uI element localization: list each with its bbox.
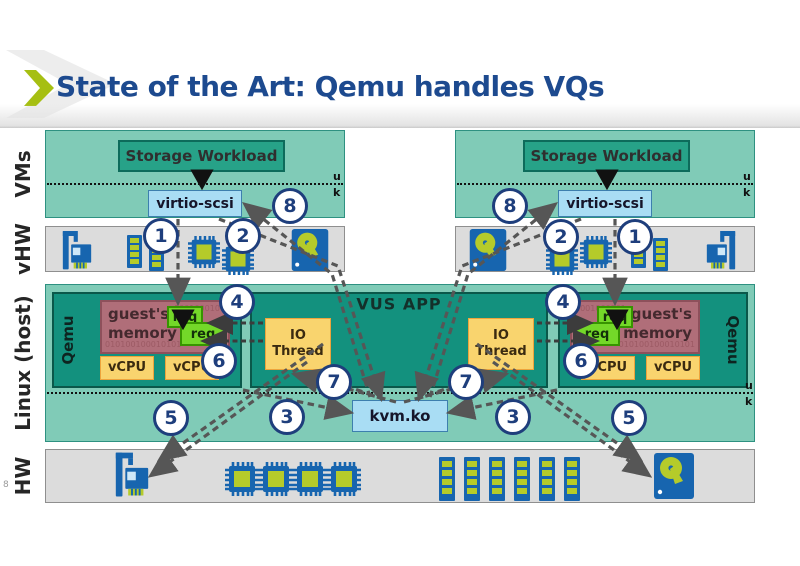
disk-icon [291, 229, 329, 271]
nic-icon [115, 452, 149, 497]
step-circle-3: 3 [269, 399, 305, 435]
step-circle-6: 6 [201, 343, 237, 379]
k-label: k [333, 186, 341, 199]
u-label: u [333, 170, 341, 183]
step-circle-2: 2 [225, 218, 261, 254]
virtio-scsi-left: virtio-scsi [148, 190, 242, 217]
step-circle-1: 1 [617, 219, 653, 255]
step-circle-7: 7 [448, 364, 484, 400]
user-kernel-divider-vm-left [47, 183, 343, 185]
cpu-chip-icon [327, 462, 361, 496]
page-number: 8 [3, 480, 9, 490]
step-circle-6: 6 [563, 343, 599, 379]
step-circle-8: 8 [272, 188, 308, 224]
step-circle-5: 5 [611, 400, 647, 436]
k-label: k [743, 186, 751, 199]
u-label: u [743, 170, 751, 183]
k-label: k [745, 395, 753, 408]
disk-icon [654, 453, 694, 499]
binary-text: 010100100010101 [618, 340, 695, 349]
cpu-chip-icon [259, 462, 293, 496]
step-circle-4: 4 [545, 284, 581, 320]
u-label: u [745, 379, 753, 392]
ram-icon [439, 457, 580, 501]
qemu-label-right: Qemu [724, 315, 742, 365]
step-circle-3: 3 [495, 399, 531, 435]
cpu-chip-icon [225, 462, 259, 496]
layer-label-host: Linux (host) [11, 295, 35, 431]
nic-icon [706, 231, 736, 270]
layer-label-vhw: vHW [11, 223, 35, 275]
page-title: State of the Art: Qemu handles VQs [56, 70, 605, 103]
binary-text: 010100100010101 [105, 340, 182, 349]
vcpu-box: vCPU [100, 356, 154, 380]
virtio-scsi-right: virtio-scsi [558, 190, 652, 217]
step-circle-7: 7 [316, 364, 352, 400]
step-circle-5: 5 [153, 400, 189, 436]
vus-app-label: VUS APP [356, 294, 442, 314]
cpu-chip-icon [580, 236, 612, 268]
step-circle-1: 1 [143, 218, 179, 254]
kvm-ko-box: kvm.ko [352, 400, 448, 432]
storage-workload-right: Storage Workload [523, 140, 690, 172]
layer-label-hw: HW [11, 456, 35, 496]
step-circle-2: 2 [543, 219, 579, 255]
storage-workload-left: Storage Workload [118, 140, 285, 172]
disk-icon [469, 229, 507, 271]
title-chevron-icon [24, 70, 54, 106]
user-kernel-divider-vm-right [457, 183, 753, 185]
vcpu-box: vCPU [646, 356, 700, 380]
step-circle-4: 4 [219, 284, 255, 320]
step-circle-8: 8 [492, 188, 528, 224]
layer-label-vms: VMs [11, 150, 35, 198]
user-kernel-divider-host [47, 392, 753, 394]
guest-memory-label: guest's memory [623, 305, 692, 342]
nic-icon [62, 231, 92, 270]
qemu-label-left: Qemu [59, 315, 77, 365]
cpu-chip-icon [188, 236, 220, 268]
cpu-chip-icon [293, 462, 327, 496]
guest-memory-label: guest's memory [108, 305, 177, 342]
io-thread-right: IO Thread [468, 318, 534, 370]
header-divider [0, 104, 800, 128]
io-thread-left: IO Thread [265, 318, 331, 370]
